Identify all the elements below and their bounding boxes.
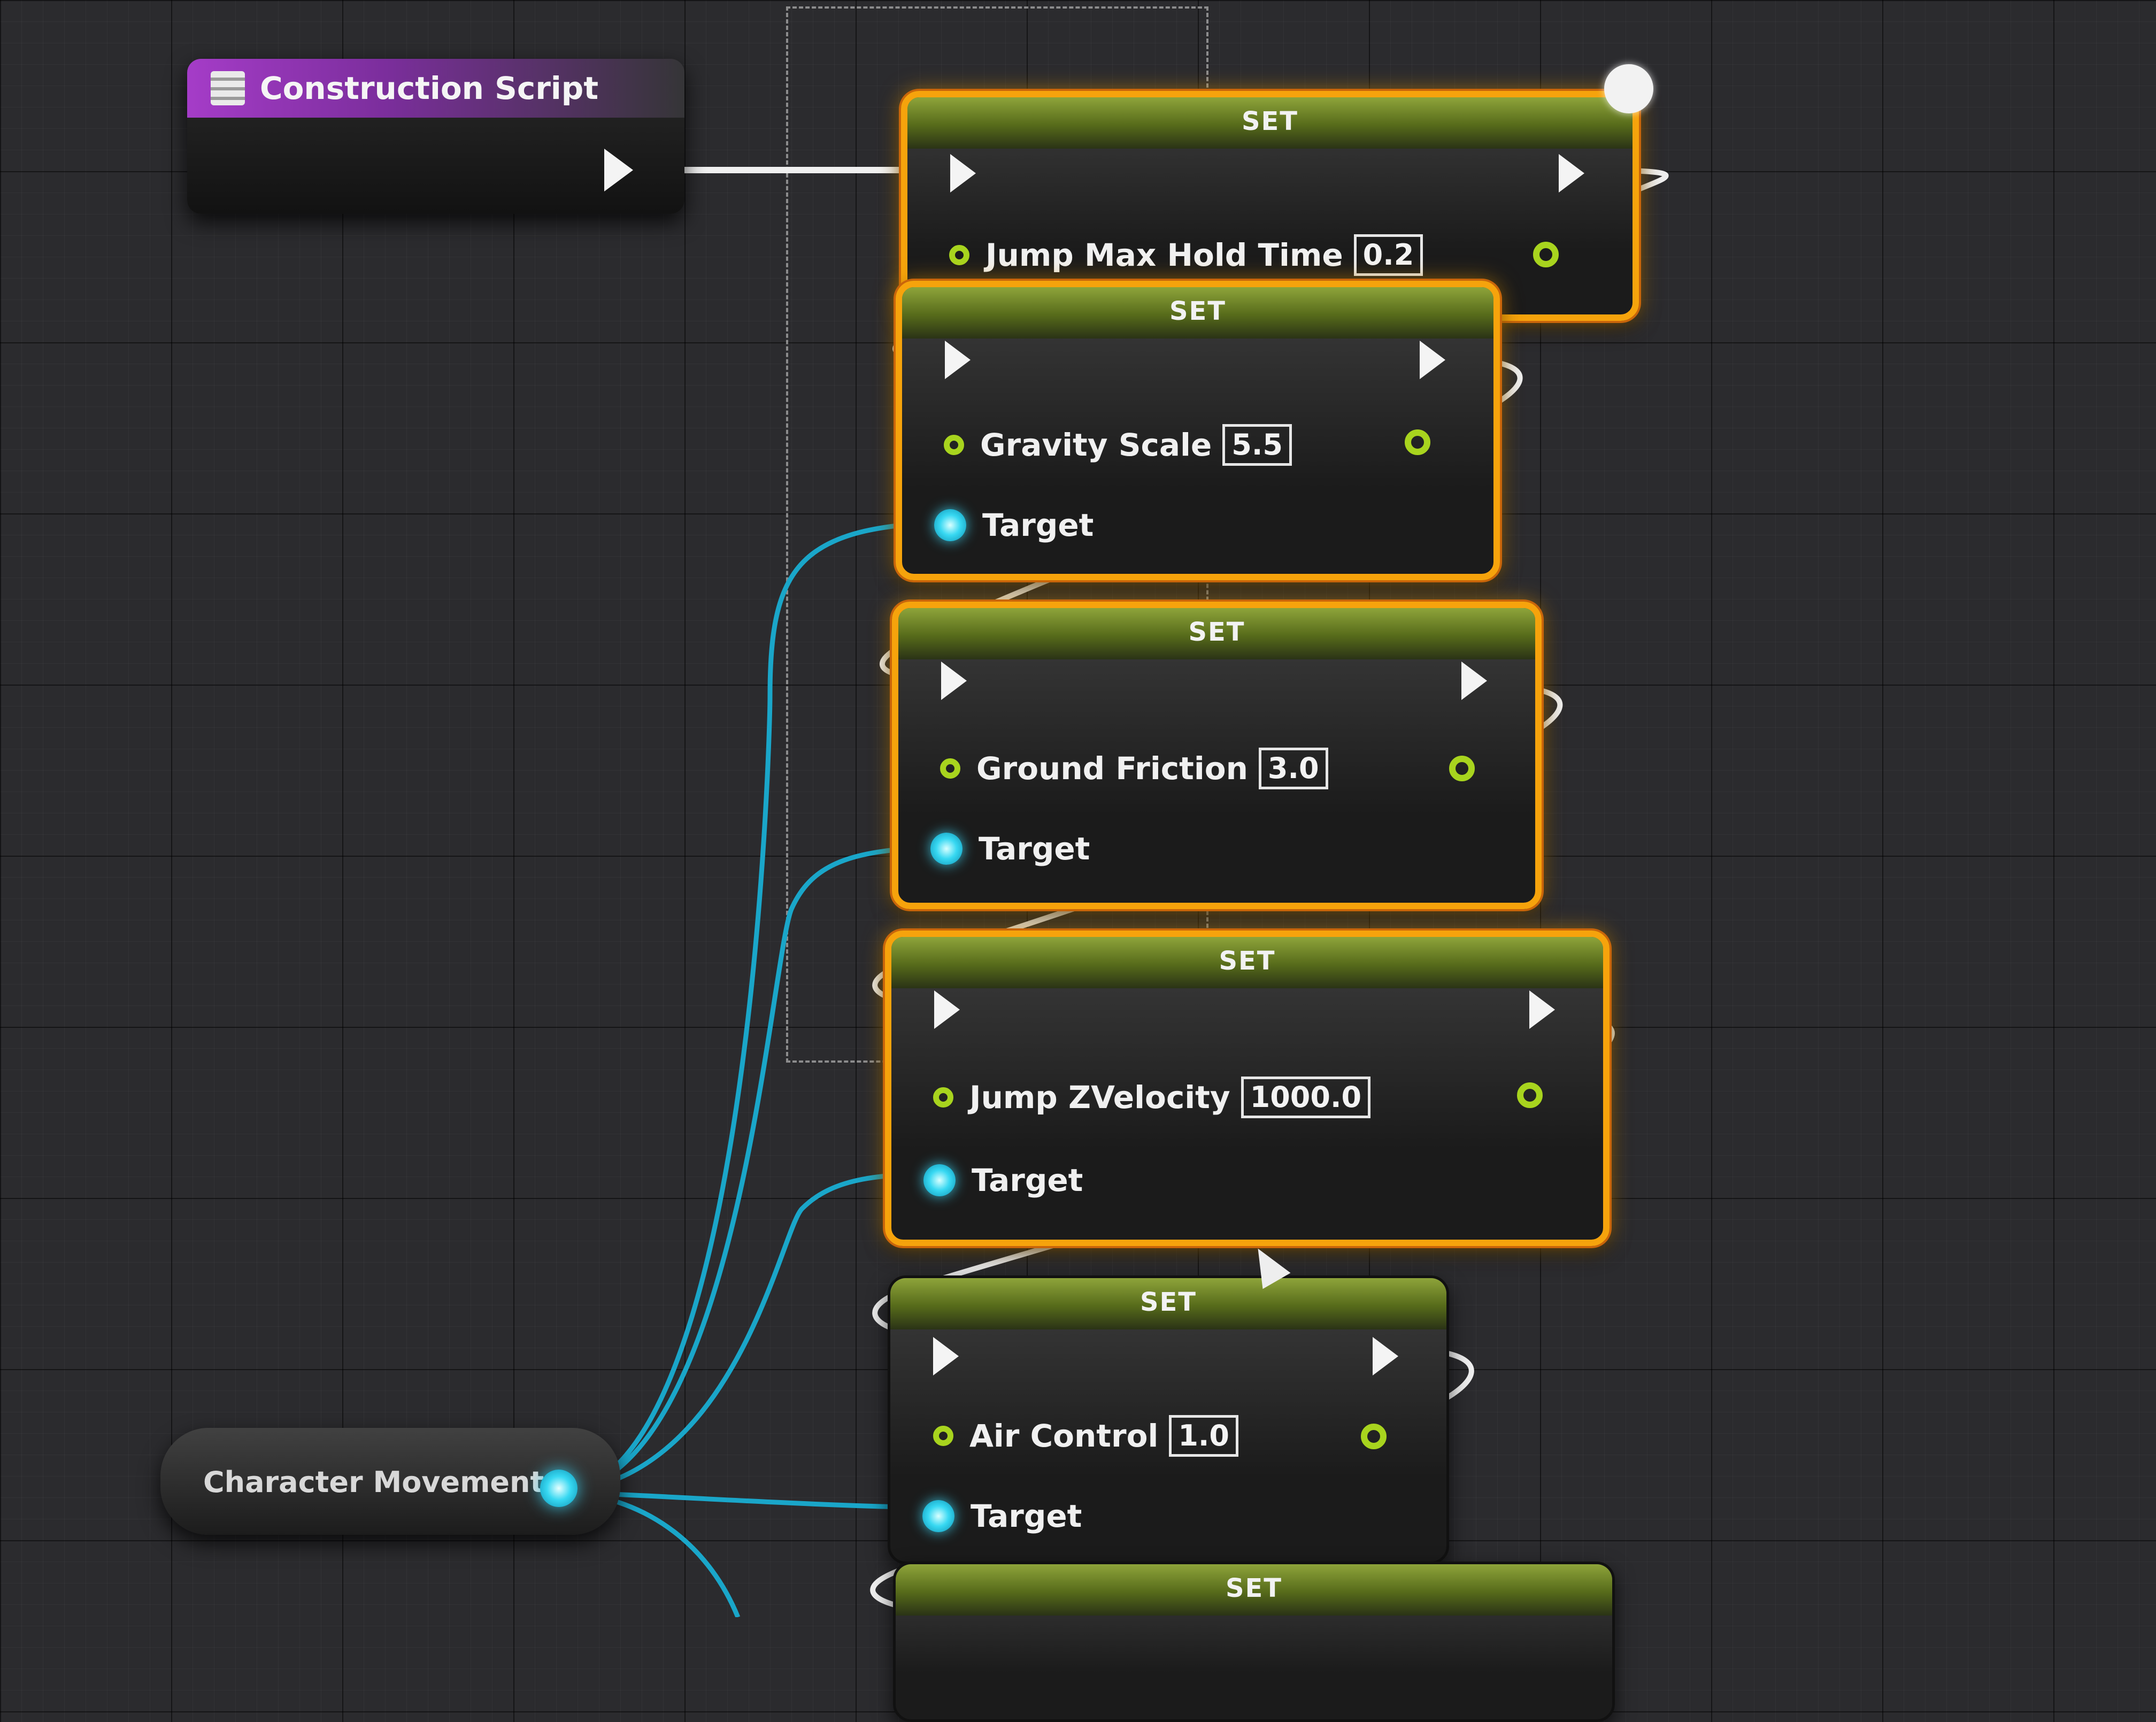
variable-pin-row: Jump ZVelocity 1000.0: [933, 1073, 1371, 1121]
float-input-pin-icon[interactable]: [933, 1426, 953, 1446]
target-pin-row: Target: [922, 1492, 1082, 1540]
value-input[interactable]: 5.5: [1222, 424, 1292, 466]
variable-label: Jump Max Hold Time: [985, 237, 1343, 273]
exec-output-pin-icon[interactable]: [1461, 662, 1487, 700]
object-reference-pin-icon[interactable]: [930, 833, 962, 865]
object-reference-pin-icon[interactable]: [922, 1500, 954, 1532]
value-input[interactable]: 3.0: [1258, 748, 1328, 789]
node-title: SET: [896, 1564, 1612, 1616]
set-node-air-control[interactable]: SET Air Control 1.0 Target: [888, 1275, 1449, 1564]
exec-input-pin-icon[interactable]: [941, 662, 967, 700]
character-movement-label: Character Movement: [203, 1465, 544, 1499]
variable-pin-row: Ground Friction 3.0: [940, 744, 1328, 793]
value-input[interactable]: 1000.0: [1241, 1077, 1371, 1118]
variable-label: Gravity Scale: [980, 427, 1212, 463]
character-movement-variable-node[interactable]: Character Movement: [160, 1428, 620, 1535]
set-node-gravity-scale[interactable]: SET Gravity Scale 5.5 Target: [896, 281, 1500, 580]
variable-label: Air Control: [969, 1418, 1159, 1454]
exec-input-pin-icon[interactable]: [934, 990, 960, 1029]
node-title: SET: [890, 1278, 1446, 1329]
target-pin-row: Target: [923, 1156, 1083, 1204]
variable-pin-row: Gravity Scale 5.5: [944, 421, 1292, 469]
set-node-partial[interactable]: SET: [893, 1562, 1615, 1722]
node-title: SET: [898, 608, 1535, 659]
target-label: Target: [972, 1162, 1083, 1198]
exec-input-pin-icon[interactable]: [933, 1337, 959, 1375]
node-title: SET: [907, 97, 1633, 149]
variable-label: Ground Friction: [976, 750, 1248, 787]
exec-output-pin-icon[interactable]: [1529, 990, 1555, 1029]
float-output-pin-icon[interactable]: [1361, 1424, 1387, 1449]
target-label: Target: [971, 1498, 1082, 1534]
target-label: Target: [979, 831, 1090, 867]
float-output-pin-icon[interactable]: [1533, 242, 1559, 267]
float-input-pin-icon[interactable]: [940, 758, 960, 779]
float-output-pin-icon[interactable]: [1405, 429, 1430, 455]
variable-label: Jump ZVelocity: [969, 1079, 1230, 1116]
target-wire: [564, 519, 963, 1495]
value-input[interactable]: 0.2: [1353, 234, 1423, 276]
construction-script-title: Construction Script: [260, 70, 599, 106]
float-input-pin-icon[interactable]: [944, 435, 964, 455]
exec-output-pin-icon[interactable]: [1420, 341, 1445, 379]
reroute-node[interactable]: [1604, 64, 1653, 113]
set-node-ground-friction[interactable]: SET Ground Friction 3.0 Target: [892, 602, 1542, 909]
float-input-pin-icon[interactable]: [949, 245, 969, 265]
exec-input-pin-icon[interactable]: [950, 154, 976, 193]
object-reference-pin-icon[interactable]: [934, 509, 966, 541]
target-wire: [564, 844, 958, 1495]
target-wire: [564, 1171, 952, 1495]
exec-output-pin-icon[interactable]: [1373, 1337, 1398, 1375]
node-title: SET: [902, 287, 1493, 339]
construction-script-node[interactable]: Construction Script: [187, 59, 684, 214]
variable-pin-row: Jump Max Hold Time 0.2: [949, 231, 1423, 279]
function-icon: [211, 71, 245, 105]
float-input-pin-icon[interactable]: [933, 1087, 953, 1108]
set-node-jump-zvelocity[interactable]: SET Jump ZVelocity 1000.0 Target: [885, 931, 1610, 1246]
target-pin-row: Target: [930, 825, 1090, 873]
construction-script-header: Construction Script: [187, 59, 684, 118]
float-output-pin-icon[interactable]: [1517, 1082, 1543, 1108]
object-reference-pin-icon[interactable]: [540, 1470, 578, 1507]
variable-pin-row: Air Control 1.0: [933, 1412, 1238, 1460]
node-title: SET: [891, 937, 1603, 988]
target-label: Target: [982, 507, 1094, 543]
target-pin-row: Target: [934, 501, 1094, 549]
float-output-pin-icon[interactable]: [1449, 756, 1475, 781]
value-input[interactable]: 1.0: [1169, 1415, 1238, 1457]
exec-input-pin-icon[interactable]: [945, 341, 971, 379]
exec-output-pin-icon[interactable]: [1559, 154, 1584, 193]
exec-output-pin-icon[interactable]: [604, 149, 633, 191]
object-reference-pin-icon[interactable]: [923, 1164, 956, 1196]
